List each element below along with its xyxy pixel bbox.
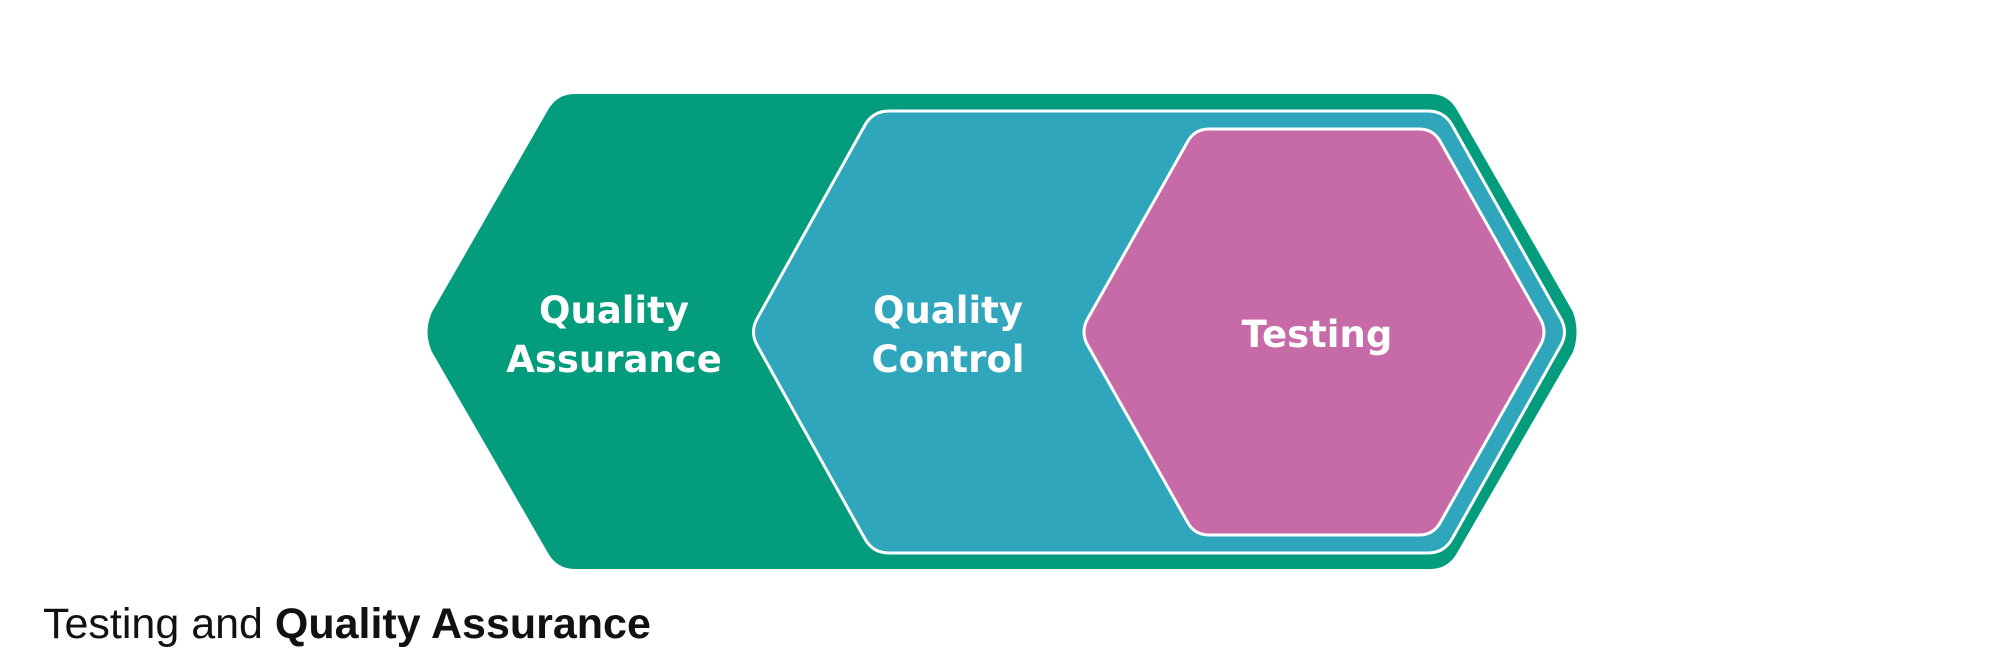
quality-control-label-line2: Control <box>872 338 1025 381</box>
quality-control-label-line1: Quality <box>873 289 1023 332</box>
quality-assurance-label-line1: Quality <box>539 289 689 332</box>
hexagon-testing <box>1082 127 1546 537</box>
caption-prefix: Testing and <box>43 600 275 648</box>
quality-assurance-label-line2: Assurance <box>506 338 722 381</box>
caption-emphasis: Quality Assurance <box>274 600 651 648</box>
testing-label: Testing <box>1242 313 1393 356</box>
diagram-caption: Testing and Quality Assurance <box>43 600 651 649</box>
